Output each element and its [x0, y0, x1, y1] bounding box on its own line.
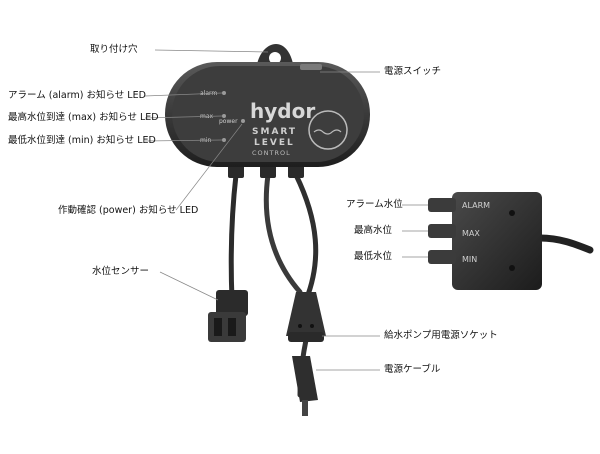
- label-min-led: 最低水位到達 (min) お知らせ LED: [8, 135, 156, 146]
- label-sensor: 水位センサー: [92, 266, 150, 277]
- brand-line3: CONTROL: [252, 149, 291, 157]
- block-alarm-label: ALARM: [462, 201, 490, 210]
- sensor-cable: [228, 172, 239, 303]
- label-min-level: 最低水位: [354, 251, 393, 262]
- power-cable: [293, 172, 319, 303]
- label-alarm-led: アラーム (alarm) お知らせ LED: [8, 90, 146, 101]
- label-pump-socket: 給水ポンプ用電源ソケット: [384, 330, 498, 341]
- label-max-level: 最高水位: [354, 225, 393, 236]
- power-plug: [292, 356, 318, 416]
- label-mount-hole: 取り付け穴: [90, 44, 138, 55]
- label-power-switch: 電源スイッチ: [384, 66, 442, 77]
- block-min-label: MIN: [462, 255, 477, 264]
- controller-front: [172, 66, 364, 162]
- led-min: [222, 138, 226, 142]
- brand-logo: hydor: [250, 99, 315, 123]
- leader-lines: [144, 49, 428, 371]
- led-alarm: [222, 91, 226, 95]
- mount-hole: [269, 52, 281, 64]
- emblem: [308, 110, 348, 150]
- label-power-led: 作動確認 (power) お知らせ LED: [58, 205, 199, 216]
- brand-line1: SMART: [252, 127, 297, 137]
- label-alarm-level: アラーム水位: [346, 199, 403, 210]
- led-power-label: power: [219, 118, 238, 125]
- leds: [222, 91, 245, 142]
- led-power: [241, 119, 245, 123]
- emblem-wave: [313, 129, 342, 135]
- pump-socket: [286, 292, 326, 342]
- sensor-block: ALARM MAX MIN: [428, 192, 542, 290]
- led-max: [222, 114, 226, 118]
- block-cable: [536, 234, 594, 254]
- power-switch: [300, 64, 322, 70]
- label-max-led: 最高水位到達 (max) お知らせ LED: [8, 112, 159, 123]
- label-power-cable: 電源ケーブル: [384, 364, 441, 375]
- block-max-label: MAX: [462, 229, 480, 238]
- cables: [228, 172, 594, 398]
- brand-line2: LEVEL: [254, 138, 295, 148]
- pump-socket-cable: [263, 172, 303, 295]
- sensor-connector: [208, 290, 248, 342]
